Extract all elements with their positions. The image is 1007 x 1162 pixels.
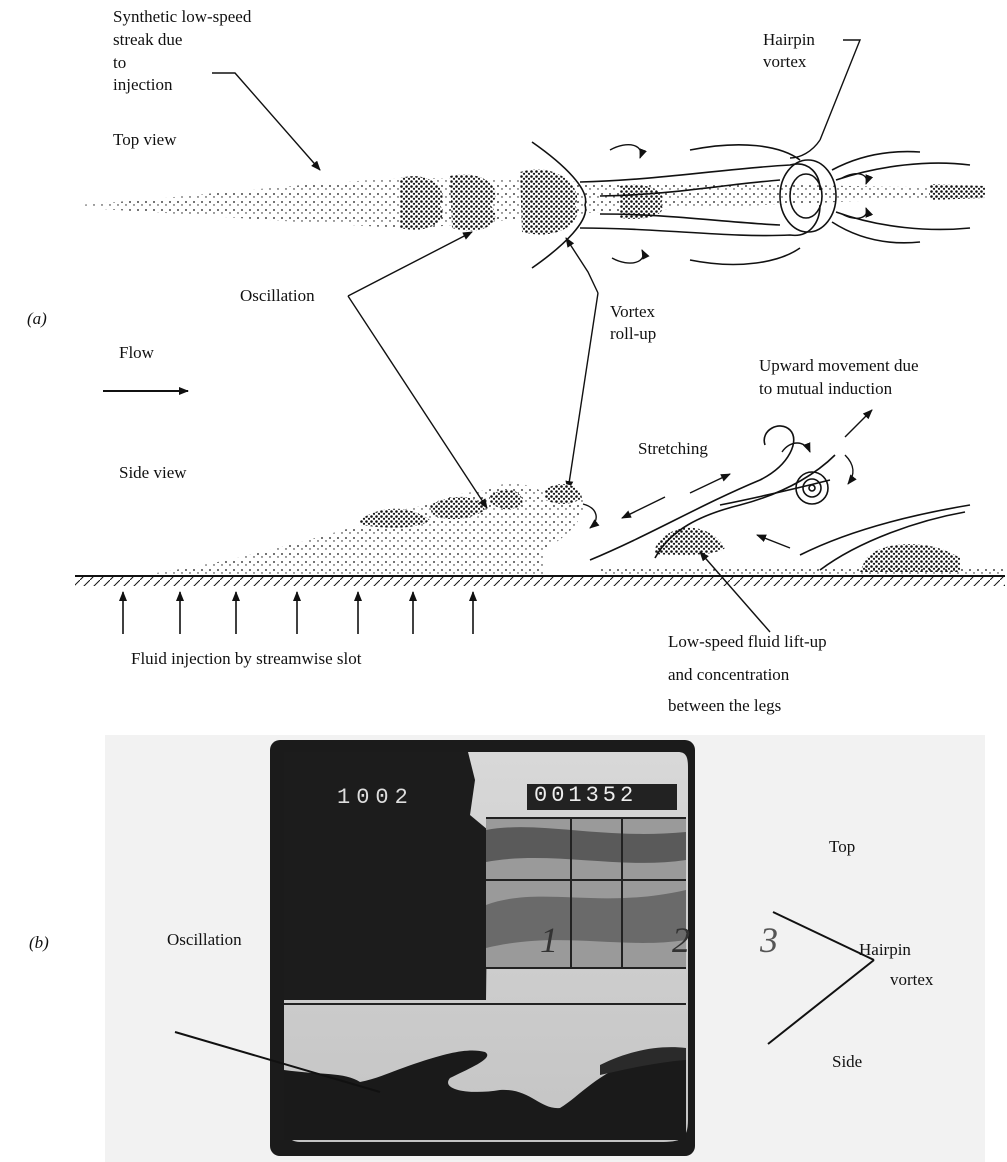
panel-b-tag: (b) [29, 932, 49, 954]
counter-right: 001352 [534, 785, 637, 807]
frame-number-3: 3 [760, 920, 778, 960]
hairpin-label-b-line2: vortex [890, 969, 933, 991]
hairpin-label-b-line1: Hairpin [859, 939, 911, 961]
frame-number-2: 2 [672, 920, 690, 960]
counter-left: 1002 [337, 787, 414, 809]
oscillation-label-b: Oscillation [167, 929, 242, 951]
frame-number-1: 1 [540, 920, 558, 960]
top-label: Top [829, 836, 855, 858]
side-label: Side [832, 1051, 862, 1073]
